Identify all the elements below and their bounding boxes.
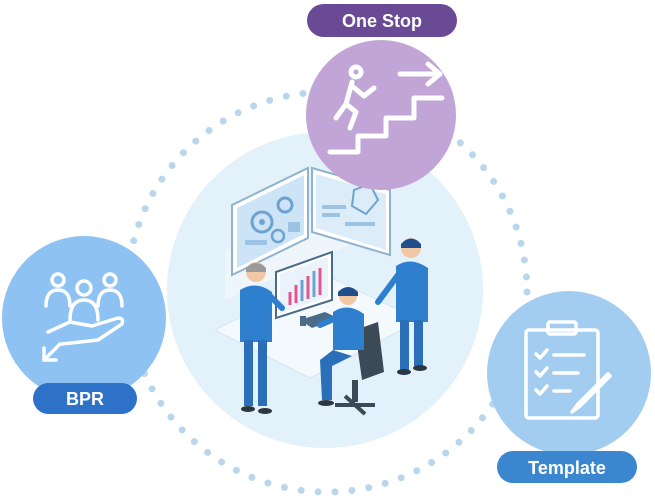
office-illustration [213,166,428,416]
team-handshake-icon [42,272,125,362]
stairs-climb-icon [327,61,445,155]
node-bpr: BPR [2,236,166,414]
worker-left [240,262,285,414]
node-template: Template [487,291,651,483]
desk-monitor [275,250,338,328]
node-one-stop: One Stop [306,4,457,190]
bpr-label: BPR [66,389,104,409]
bpr-circle [2,236,166,400]
left-monitor [231,166,309,277]
one-stop-label: One Stop [342,11,422,31]
template-pill [497,451,637,483]
worker-seated [317,287,364,406]
worker-right [375,238,428,375]
one-stop-pill [307,4,457,37]
checklist-edit-icon [524,320,612,420]
template-label: Template [528,458,606,478]
bpr-pill [33,383,137,414]
one-stop-circle [306,40,456,190]
